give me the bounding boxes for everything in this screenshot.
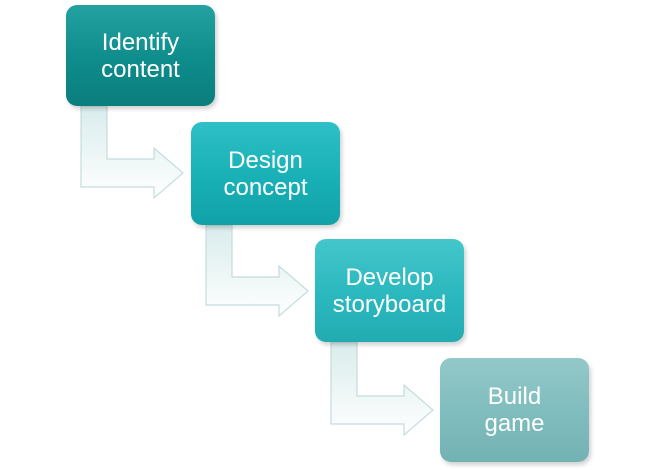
step-develop-storyboard: Develop storyboard [315, 239, 464, 342]
bent-arrow-1 [80, 105, 184, 200]
step-label: Design concept [223, 146, 308, 201]
step-identify-content: Identify content [66, 5, 215, 106]
step-label: Build game [484, 383, 545, 437]
bent-arrow-3 [330, 341, 434, 437]
step-design-concept: Design concept [191, 122, 340, 225]
step-label: Develop storyboard [332, 263, 447, 318]
bent-arrow-2 [205, 224, 309, 318]
step-build-game: Build game [440, 358, 589, 462]
step-label: Identify content [101, 28, 180, 83]
